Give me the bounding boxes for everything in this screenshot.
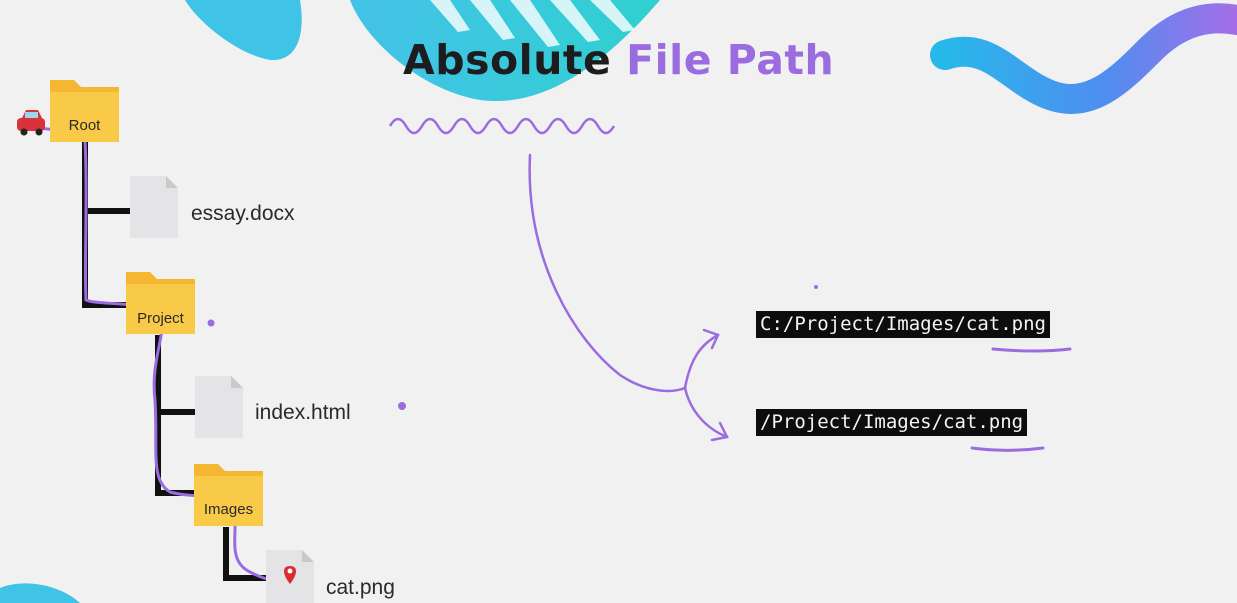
file-label-index: index.html xyxy=(255,401,351,424)
path-underline xyxy=(991,347,1072,353)
title-word-file-path: File Path xyxy=(626,36,835,84)
file-icon-index xyxy=(195,376,243,438)
decorative-blob-bottom xyxy=(0,583,80,603)
car-icon xyxy=(17,110,45,136)
folder-label-images: Images xyxy=(203,501,254,518)
folder-label-root: Root xyxy=(68,117,101,134)
path-windows: C:/Project/Images/cat.png xyxy=(756,311,1050,338)
file-label-cat: cat.png xyxy=(326,576,395,599)
folder-icon-project xyxy=(126,272,195,334)
file-icon-essay xyxy=(130,176,178,238)
location-pin-icon xyxy=(284,566,296,584)
folder-icon-root xyxy=(50,80,119,142)
branch-arrow xyxy=(528,153,729,442)
path-unix: /Project/Images/cat.png xyxy=(756,409,1028,436)
folder-icon-images xyxy=(194,464,263,526)
page-title: Absolute File Path xyxy=(403,40,834,81)
annotation-dot xyxy=(398,402,406,410)
annotation-dot xyxy=(207,319,215,327)
decorative-wave xyxy=(930,3,1237,114)
annotation-dot xyxy=(814,285,818,289)
title-underline-squiggle xyxy=(388,117,616,135)
folder-label-project: Project xyxy=(137,310,184,327)
route-highlight xyxy=(28,126,292,583)
decorative-blob-top xyxy=(185,0,660,102)
path-underline xyxy=(970,446,1045,452)
title-word-absolute: Absolute xyxy=(403,36,612,84)
file-label-essay: essay.docx xyxy=(191,202,295,225)
